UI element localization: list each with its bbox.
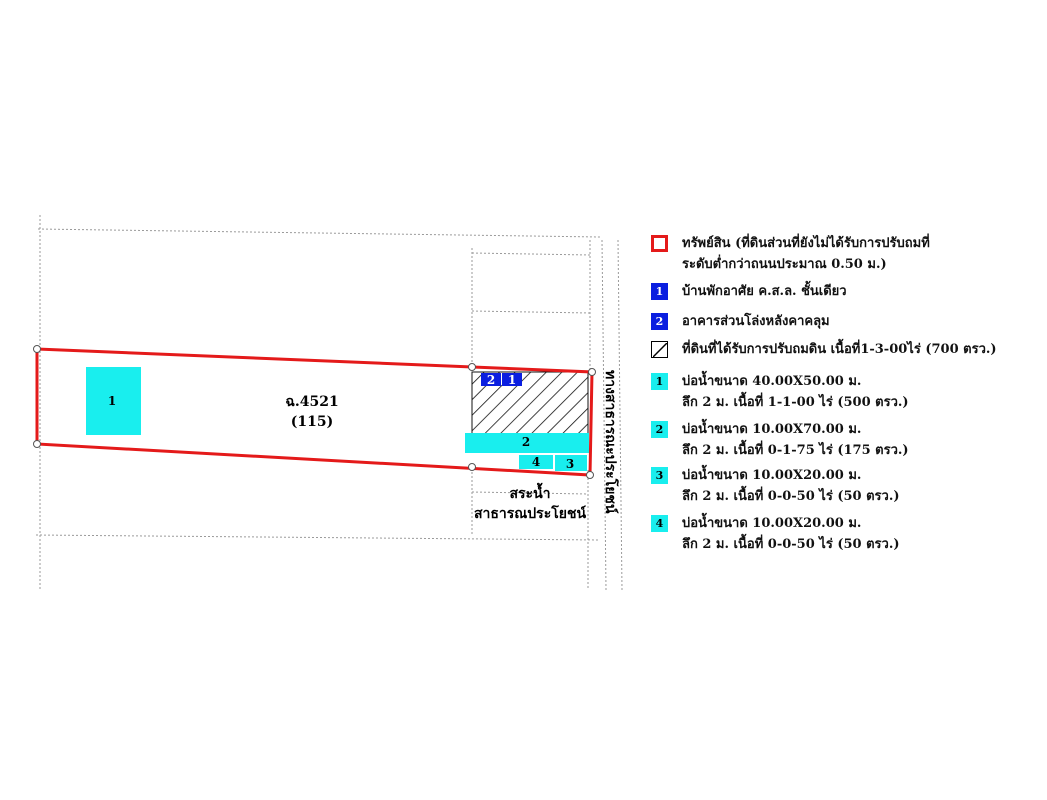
red-outline-icon <box>651 235 668 252</box>
pond-2-badge-icon: 2 <box>651 421 668 438</box>
legend-item-pond-2: 2 บ่อน้ำขนาด 10.00X70.00 ม. ลึก 2 ม. เนื… <box>651 419 909 461</box>
pond-4-badge-icon: 4 <box>651 515 668 532</box>
pond-2-label: 2 <box>522 435 530 449</box>
building-2-badge-icon: 2 <box>651 313 668 330</box>
road-label: ทางสาธารณะประโยชน์ <box>602 370 620 514</box>
legend-text: ลึก 2 ม. เนื้อที่ 0-1-75 ไร่ (175 ตรว.) <box>682 443 909 458</box>
building-1-badge-icon: 1 <box>651 283 668 300</box>
legend-text: ทรัพย์สิน (ที่ดินส่วนที่ยังไม่ได้รับการป… <box>682 236 930 251</box>
pond-2 <box>465 433 589 453</box>
legend-item-house: 1 บ้านพักอาศัย ค.ส.ล. ชั้นเดียว <box>651 281 847 302</box>
building-2-icon <box>481 373 501 386</box>
legend-text: ลึก 2 ม. เนื้อที่ 0-0-50 ไร่ (50 ตรว.) <box>682 489 900 504</box>
legend-text: บ่อน้ำขนาด 10.00X20.00 ม. <box>682 468 862 483</box>
building-2-label: 2 <box>487 373 495 387</box>
legend-text: บ้านพักอาศัย ค.ส.ล. ชั้นเดียว <box>682 284 847 299</box>
boundary-markers <box>33 345 596 479</box>
building-1-icon <box>502 373 522 386</box>
pond-3 <box>555 455 587 471</box>
hatch-icon <box>651 341 668 358</box>
legend-item-filled-land: ที่ดินที่ได้รับการปรับถมดิน เนื้อที่1-3-… <box>651 339 997 360</box>
pond-1-badge-icon: 1 <box>651 373 668 390</box>
legend-item-pond-3: 3 บ่อน้ำขนาด 10.00X20.00 ม. ลึก 2 ม. เนื… <box>651 465 900 507</box>
parcel-deed-label: ฉ.4521 <box>285 394 338 410</box>
legend-item-pond-1: 1 บ่อน้ำขนาด 40.00X50.00 ม. ลึก 2 ม. เนื… <box>651 371 909 413</box>
pond-4 <box>519 455 553 469</box>
public-pond-label-line1: สระน้ำ <box>509 482 550 502</box>
legend-text: ที่ดินที่ได้รับการปรับถมดิน เนื้อที่1-3-… <box>682 342 997 357</box>
pond-4-label: 4 <box>532 455 540 469</box>
legend-text: บ่อน้ำขนาด 10.00X20.00 ม. <box>682 516 862 531</box>
parcel-number-label: (115) <box>291 414 333 430</box>
legend-item-pond-4: 4 บ่อน้ำขนาด 10.00X20.00 ม. ลึก 2 ม. เนื… <box>651 513 900 555</box>
pond-3-badge-icon: 3 <box>651 467 668 484</box>
legend-text: บ่อน้ำขนาด 10.00X70.00 ม. <box>682 422 862 437</box>
public-pond-label-line2: สาธารณประโยชน์ <box>474 504 586 522</box>
legend-text: อาคารส่วนโล่งหลังคาคลุม <box>682 314 830 329</box>
building-1-label: 1 <box>508 373 516 387</box>
pond-1 <box>86 367 141 435</box>
legend-item-shelter: 2 อาคารส่วนโล่งหลังคาคลุม <box>651 311 830 332</box>
legend-item-property: ทรัพย์สิน (ที่ดินส่วนที่ยังไม่ได้รับการป… <box>651 233 930 275</box>
pond-3-label: 3 <box>566 457 574 471</box>
pond-1-label: 1 <box>108 394 116 408</box>
legend-text: บ่อน้ำขนาด 40.00X50.00 ม. <box>682 374 862 389</box>
legend-text: ลึก 2 ม. เนื้อที่ 1-1-00 ไร่ (500 ตรว.) <box>682 395 909 410</box>
legend-text: ลึก 2 ม. เนื้อที่ 0-0-50 ไร่ (50 ตรว.) <box>682 537 900 552</box>
legend-text: ระดับต่ำกว่าถนนประมาณ 0.50 ม.) <box>682 257 887 272</box>
neighbour-boundaries <box>35 215 623 591</box>
